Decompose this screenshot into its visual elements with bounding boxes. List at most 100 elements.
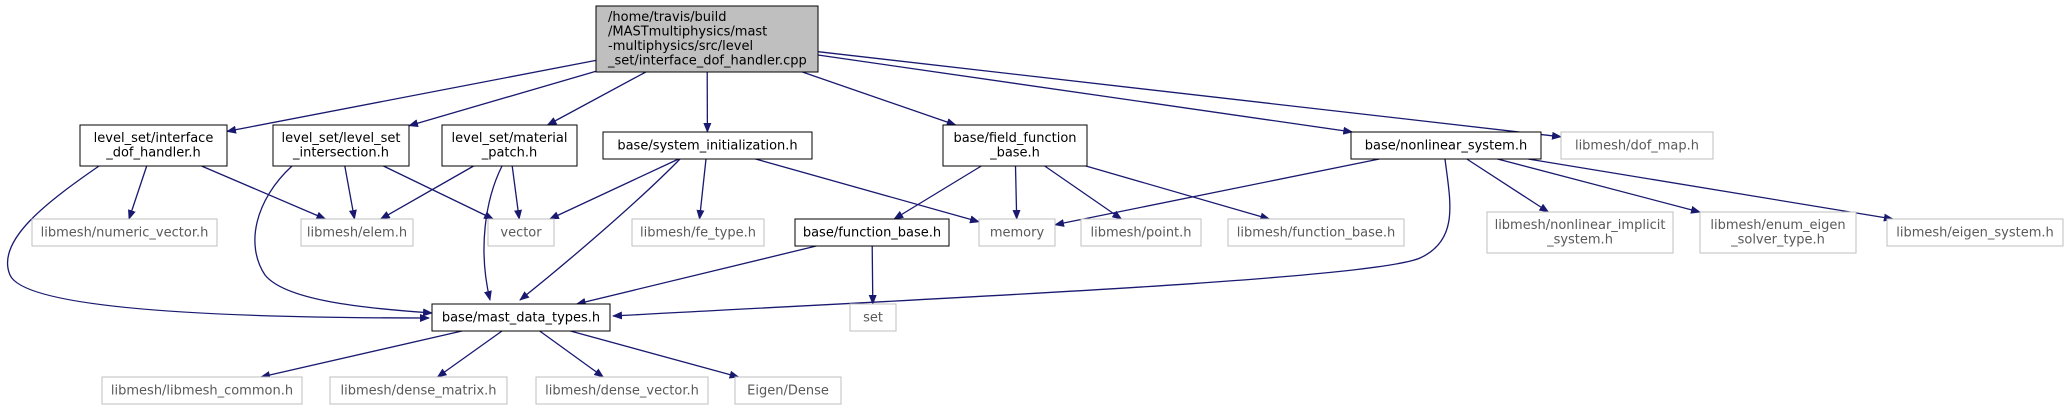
- node-root[interactable]: /home/travis/build/MASTmultiphysics/mast…: [595, 5, 819, 73]
- node-box: [595, 5, 819, 73]
- node-label: libmesh/numeric_vector.h: [41, 225, 209, 240]
- node-label: -multiphysics/src/level: [608, 39, 753, 54]
- node-function_base_h[interactable]: base/function_base.h: [794, 218, 950, 247]
- node-label: _system.h: [1546, 233, 1613, 248]
- edge-root-to-nonlinear_system_h: [817, 54, 1354, 135]
- node-box: [272, 124, 410, 167]
- node-label: libmesh/elem.h: [307, 225, 407, 240]
- node-label: _set/interface_dof_handler.cpp: [607, 54, 807, 69]
- node-label: libmesh/enum_eigen: [1710, 218, 1845, 233]
- node-box: [794, 218, 950, 247]
- edge-root-to-material_patch_h: [546, 71, 647, 126]
- node-label: vector: [500, 225, 542, 240]
- node-box: [431, 303, 611, 332]
- edge-interface_dof_handler_h-to-mast_data_types_h: [7, 165, 430, 322]
- node-label: libmesh/eigen_system.h: [1896, 225, 2054, 240]
- node-label: /MASTmultiphysics/mast: [608, 25, 767, 40]
- node-box: [1560, 131, 1714, 160]
- edge-function_base_h-to-mast_data_types_h: [575, 245, 817, 306]
- node-box: [942, 124, 1088, 167]
- node-nonlinear_system_h[interactable]: base/nonlinear_system.h: [1350, 131, 1542, 160]
- node-label: base/nonlinear_system.h: [1365, 138, 1527, 153]
- node-label: memory: [990, 225, 1045, 240]
- edge-root-to-level_set_intersection_h: [408, 70, 597, 128]
- node-label: _dof_handler.h: [105, 146, 201, 161]
- edge-root-to-interface_dof_handler_h: [226, 59, 597, 134]
- node-dof_map_h: libmesh/dof_map.h: [1560, 131, 1714, 160]
- node-label: libmesh/libmesh_common.h: [111, 383, 293, 398]
- edge-field_function_base_h-to-memory: [1012, 165, 1021, 220]
- nodes-layer: /home/travis/build/MASTmultiphysics/mast…: [31, 5, 2064, 405]
- node-box: [602, 131, 813, 160]
- node-eigen_system_h: libmesh/eigen_system.h: [1886, 218, 2064, 247]
- node-label: libmesh/dense_vector.h: [545, 383, 699, 398]
- node-box: [1699, 211, 1857, 254]
- edges-layer: [7, 51, 1894, 379]
- edge-mast_data_types_h-to-dense_matrix_h: [436, 330, 503, 378]
- node-system_initialization_h[interactable]: base/system_initialization.h: [602, 131, 813, 160]
- node-elem_h: libmesh/elem.h: [300, 218, 414, 247]
- edge-system_initialization_h-to-mast_data_types_h: [519, 158, 681, 301]
- node-box: [1886, 218, 2064, 247]
- node-label: level_set/level_set: [282, 131, 401, 146]
- node-field_function_base_h[interactable]: base/field_function_base.h: [942, 124, 1088, 167]
- node-memory: memory: [978, 218, 1056, 247]
- node-label: _base.h: [989, 146, 1040, 161]
- edge-level_set_intersection_h-to-vector: [383, 165, 495, 220]
- node-box: [101, 376, 303, 405]
- edge-nonlinear_system_h-to-nonlinear_implicit_system_h: [1466, 158, 1550, 213]
- node-label: _intersection.h: [292, 146, 389, 161]
- node-box: [849, 303, 897, 332]
- node-label: base/function_base.h: [803, 225, 941, 240]
- node-label: Eigen/Dense: [747, 383, 829, 398]
- node-level_set_intersection_h[interactable]: level_set/level_set_intersection.h: [272, 124, 410, 167]
- node-point_h: libmesh/point.h: [1080, 218, 1202, 247]
- edge-field_function_base_h-to-point_h: [1044, 165, 1123, 220]
- edge-material_patch_h-to-mast_data_types_h: [483, 165, 503, 301]
- node-eigen_dense: Eigen/Dense: [734, 376, 842, 405]
- node-box: [1227, 218, 1405, 247]
- node-label: _patch.h: [481, 146, 538, 161]
- edge-level_set_intersection_h-to-elem_h: [344, 165, 357, 220]
- node-label: libmesh/fe_type.h: [640, 225, 756, 240]
- node-label: base/mast_data_types.h: [442, 310, 600, 325]
- node-label: base/field_function: [953, 131, 1076, 146]
- node-label: libmesh/point.h: [1090, 225, 1191, 240]
- node-dense_vector_h: libmesh/dense_vector.h: [535, 376, 709, 405]
- node-label: libmesh/nonlinear_implicit: [1495, 218, 1666, 233]
- edge-interface_dof_handler_h-to-numeric_vector_h: [128, 165, 148, 220]
- edge-root-to-dof_map_h: [817, 51, 1562, 140]
- edge-material_patch_h-to-elem_h: [379, 165, 474, 220]
- node-box: [79, 124, 228, 167]
- node-label: libmesh/function_base.h: [1237, 225, 1396, 240]
- node-libmesh_common_h: libmesh/libmesh_common.h: [101, 376, 303, 405]
- node-box: [978, 218, 1056, 247]
- node-box: [631, 218, 765, 247]
- edge-mast_data_types_h-to-libmesh_common_h: [260, 330, 463, 379]
- edge-mast_data_types_h-to-dense_vector_h: [539, 330, 605, 378]
- node-mast_data_types_h[interactable]: base/mast_data_types.h: [431, 303, 611, 332]
- node-label: base/system_initialization.h: [617, 138, 797, 153]
- edge-nonlinear_system_h-to-memory: [1054, 158, 1380, 227]
- edge-system_initialization_h-to-fe_type_h: [696, 158, 707, 220]
- node-vector: vector: [487, 218, 555, 247]
- node-fe_type_h: libmesh/fe_type.h: [631, 218, 765, 247]
- node-numeric_vector_h: libmesh/numeric_vector.h: [31, 218, 218, 247]
- edge-nonlinear_system_h-to-mast_data_types_h: [612, 158, 1451, 320]
- edge-nonlinear_system_h-to-enum_eigen_solver_type_h: [1497, 158, 1701, 214]
- node-material_patch_h[interactable]: level_set/material_patch.h: [441, 124, 578, 167]
- node-enum_eigen_solver_type_h: libmesh/enum_eigen_solver_type.h: [1699, 211, 1857, 254]
- node-box: [300, 218, 414, 247]
- node-label: libmesh/dof_map.h: [1575, 138, 1699, 153]
- node-set: set: [849, 303, 897, 332]
- node-interface_dof_handler_h[interactable]: level_set/interface_dof_handler.h: [79, 124, 228, 167]
- edge-mast_data_types_h-to-eigen_dense: [570, 330, 740, 379]
- node-box: [734, 376, 842, 405]
- edge-material_patch_h-to-vector: [511, 165, 522, 220]
- node-box: [31, 218, 218, 247]
- node-box: [441, 124, 578, 167]
- node-label: level_set/interface: [94, 131, 214, 146]
- node-dense_matrix_h: libmesh/dense_matrix.h: [329, 376, 508, 405]
- edge-field_function_base_h-to-function_base_h: [893, 165, 982, 220]
